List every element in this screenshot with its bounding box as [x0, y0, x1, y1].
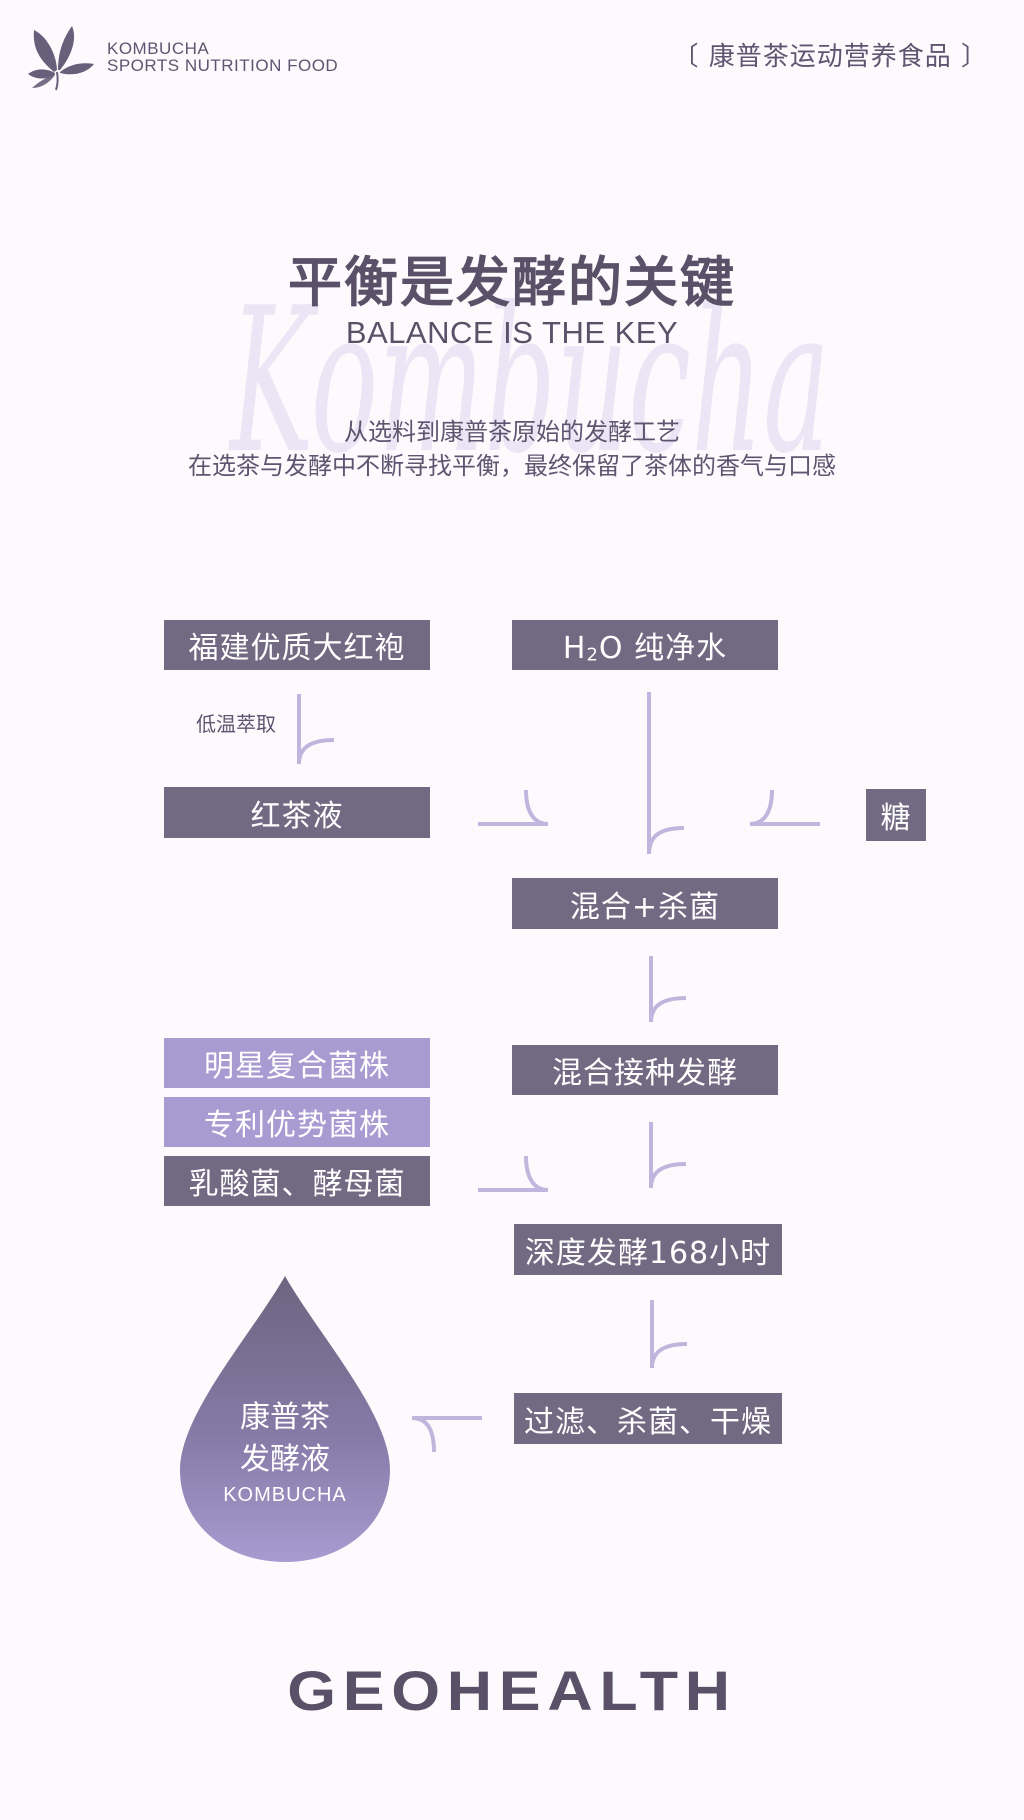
filter-label: 过滤、杀菌、干燥	[524, 1404, 772, 1440]
inoculate-box: 混合接种发酵	[512, 1045, 778, 1095]
strain-box-3: 乳酸菌、酵母菌	[164, 1156, 430, 1206]
tea-source-label: 福建优质大红袍	[188, 631, 406, 666]
arrow-right-icon	[478, 789, 549, 826]
strain-box-1: 明星复合菌株	[164, 1038, 430, 1088]
brand-logo: GEOHEALTH	[287, 1659, 737, 1722]
strain-box-2: 专利优势菌株	[164, 1097, 430, 1147]
drop-text-line-2: 发酵液	[240, 1442, 330, 1477]
drop-text-line-1: 康普茶	[240, 1400, 330, 1435]
logo-line-1: KOMBUCHA	[107, 39, 210, 58]
arrow-down-long-icon	[647, 692, 685, 855]
tea-liquid-label: 红茶液	[250, 798, 344, 834]
water-box: H2O 纯净水	[512, 620, 778, 670]
arrow-left-icon	[411, 1416, 482, 1453]
leaf-icon	[28, 26, 94, 91]
header-title: 〔 康普茶运动营养食品 〕	[672, 42, 988, 72]
extraction-label: 低温萃取	[196, 712, 276, 736]
strain-label-2: 专利优势菌株	[204, 1108, 390, 1143]
arrow-right-icon	[478, 1155, 549, 1192]
kombucha-drop-icon	[180, 1276, 390, 1562]
sugar-label: 糖	[880, 801, 912, 836]
subtitle-line-1: 从选料到康普茶原始的发酵工艺	[344, 418, 680, 446]
english-title: BALANCE IS THE KEY	[345, 315, 679, 350]
mix-sterilize-box: 混合+杀菌	[512, 878, 778, 929]
subtitle-line-2: 在选茶与发酵中不断寻找平衡，最终保留了茶体的香气与口感	[188, 452, 836, 480]
deep-ferment-label: 深度发酵168小时	[524, 1235, 772, 1271]
logo-line-2: SPORTS NUTRITION FOOD	[107, 56, 339, 75]
arrow-down-icon	[297, 694, 335, 765]
filter-box: 过滤、杀菌、干燥	[514, 1393, 782, 1444]
tea-liquid-box: 红茶液	[164, 787, 430, 838]
arrow-down-icon	[649, 956, 687, 1023]
arrow-down-icon	[649, 1122, 687, 1189]
deep-ferment-box: 深度发酵168小时	[514, 1224, 782, 1275]
water-label: H2O 纯净水	[562, 631, 728, 666]
mix-sterilize-label: 混合+杀菌	[569, 889, 721, 925]
arrow-down-icon	[650, 1300, 688, 1369]
inoculate-label: 混合接种发酵	[552, 1056, 738, 1091]
logo-text: KOMBUCHA SPORTS NUTRITION FOOD	[107, 40, 338, 74]
strain-label-3: 乳酸菌、酵母菌	[188, 1167, 406, 1202]
arrow-left-icon	[749, 789, 820, 826]
drop-text-english: KOMBUCHA	[223, 1484, 347, 1506]
main-title: 平衡是发酵的关键	[288, 251, 736, 314]
tea-source-box: 福建优质大红袍	[164, 620, 430, 670]
strain-label-1: 明星复合菌株	[204, 1049, 390, 1084]
sugar-box: 糖	[866, 789, 926, 841]
